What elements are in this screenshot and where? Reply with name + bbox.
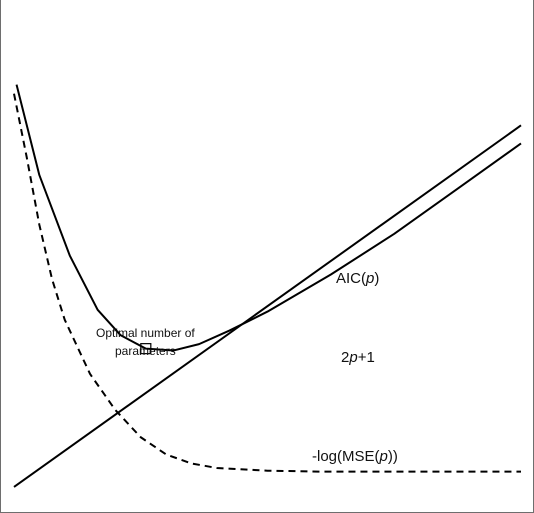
annotation-line-2: parameters <box>115 344 176 358</box>
optimal-point-marker <box>140 343 152 355</box>
series-line-log-mse-p <box>13 93 521 473</box>
series-line-aic-p <box>15 84 522 352</box>
linear-series-label: 2p+1 <box>341 349 375 366</box>
aic-series-label: AIC(p) <box>336 270 379 287</box>
series-line-2p-1 <box>13 124 522 488</box>
mse-series-label: -log(MSE(p)) <box>312 448 398 465</box>
series-layer <box>13 84 522 488</box>
annotation-line-1: Optimal number of <box>96 326 195 340</box>
